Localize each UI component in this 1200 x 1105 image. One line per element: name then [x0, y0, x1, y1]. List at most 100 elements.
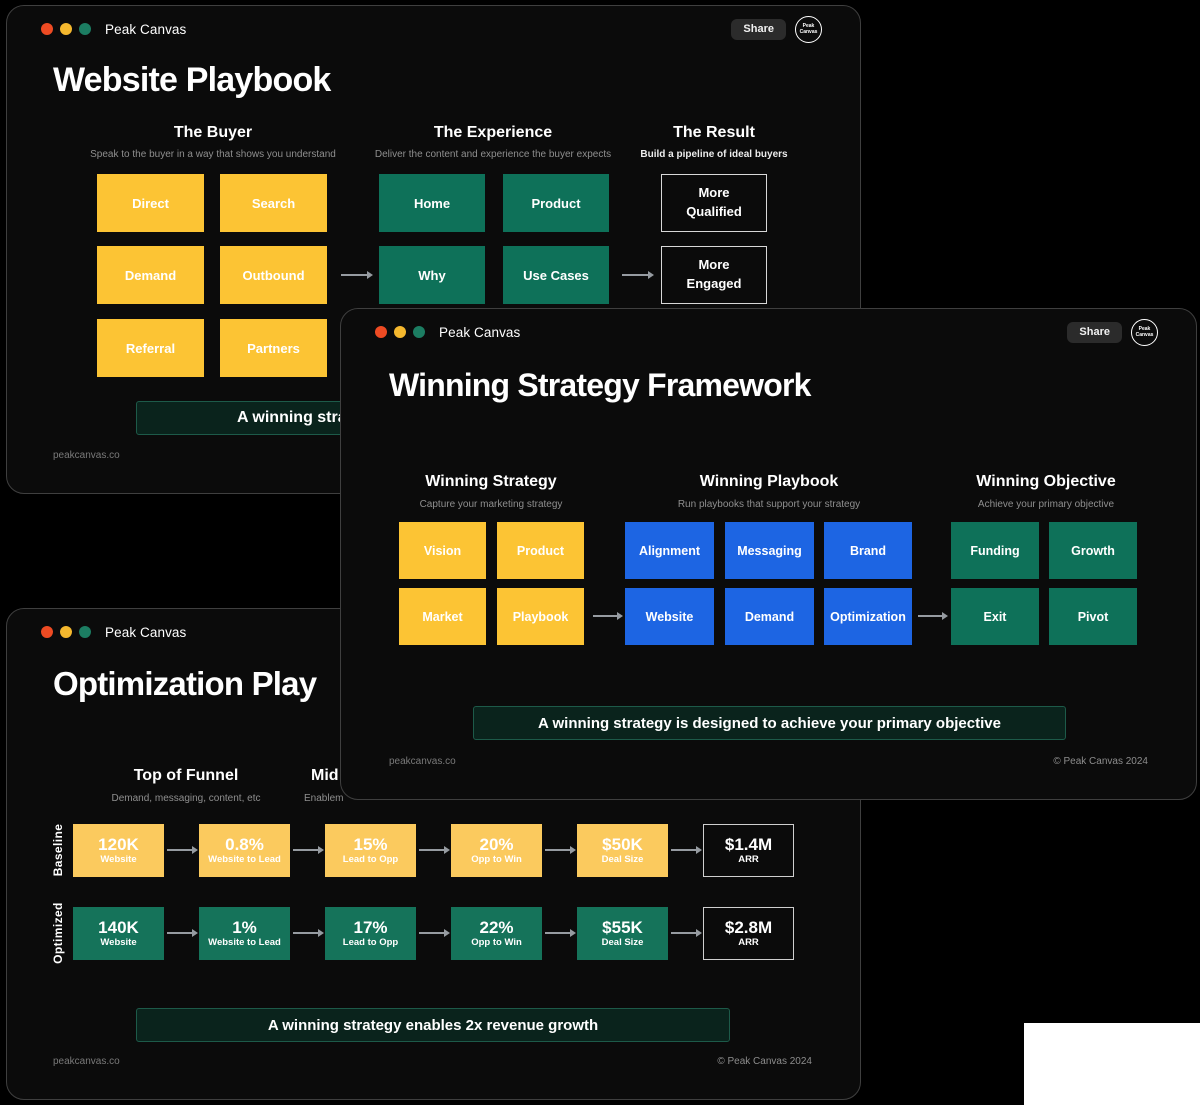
traffic-light-yellow-icon[interactable] — [60, 626, 72, 638]
column-subtitle-winning-playbook: Run playbooks that support your strategy — [677, 499, 861, 510]
funnel-cell[interactable]: 140K Website — [73, 907, 164, 960]
traffic-lights — [41, 626, 91, 638]
traffic-light-green-icon[interactable] — [79, 626, 91, 638]
row-label-baseline: Baseline — [51, 823, 65, 877]
buyer-box-partners[interactable]: Partners — [220, 319, 327, 377]
strategy-box-vision[interactable]: Vision — [399, 522, 486, 579]
playbook-box-alignment[interactable]: Alignment — [625, 522, 714, 579]
result-box-more-engaged[interactable]: More Engaged — [661, 246, 767, 304]
window-winning-strategy-framework: Peak Canvas Share Peak Canvas Winning St… — [340, 308, 1197, 800]
objective-box-pivot[interactable]: Pivot — [1049, 588, 1137, 645]
share-button[interactable]: Share — [731, 18, 786, 40]
page-title: Optimization Play — [53, 665, 317, 702]
funnel-cell[interactable]: 120K Website — [73, 824, 164, 877]
traffic-light-yellow-icon[interactable] — [60, 23, 72, 35]
app-name: Peak Canvas — [439, 324, 521, 340]
footer-site-link[interactable]: peakcanvas.co — [53, 450, 120, 461]
column-title-result: The Result — [673, 124, 755, 141]
traffic-light-red-icon[interactable] — [41, 23, 53, 35]
column-subtitle-winning-strategy: Capture your marketing strategy — [419, 499, 563, 510]
experience-box-why[interactable]: Why — [379, 246, 485, 304]
footer-copyright: © Peak Canvas 2024 — [1053, 756, 1148, 767]
arrow-icon — [593, 611, 623, 620]
strategy-banner[interactable]: A winning strategy is designed to achiev… — [473, 706, 1066, 740]
arrow-icon — [341, 270, 373, 279]
funnel-cell[interactable]: 0.8% Website to Lead — [199, 824, 290, 877]
traffic-light-green-icon[interactable] — [413, 326, 425, 338]
funnel-cell[interactable]: $50K Deal Size — [577, 824, 668, 877]
playbook-box-website[interactable]: Website — [625, 588, 714, 645]
objective-box-growth[interactable]: Growth — [1049, 522, 1137, 579]
objective-box-exit[interactable]: Exit — [951, 588, 1039, 645]
playbook-box-optimization[interactable]: Optimization — [824, 588, 912, 645]
experience-box-product[interactable]: Product — [503, 174, 609, 232]
column-title-mid-funnel: Mid — [311, 767, 339, 784]
share-button[interactable]: Share — [1067, 321, 1122, 343]
buyer-box-demand[interactable]: Demand — [97, 246, 204, 304]
footer-copyright: © Peak Canvas 2024 — [717, 1056, 812, 1067]
app-name: Peak Canvas — [105, 624, 187, 640]
arrow-icon — [293, 928, 324, 937]
experience-box-use-cases[interactable]: Use Cases — [503, 246, 609, 304]
footer-site-link[interactable]: peakcanvas.co — [389, 756, 456, 767]
column-subtitle-buyer: Speak to the buyer in a way that shows y… — [90, 149, 336, 160]
column-title-top-of-funnel: Top of Funnel — [133, 767, 239, 784]
traffic-light-red-icon[interactable] — [375, 326, 387, 338]
funnel-cell[interactable]: $55K Deal Size — [577, 907, 668, 960]
funnel-result-cell[interactable]: $2.8M ARR — [703, 907, 794, 960]
arrow-icon — [671, 845, 702, 854]
window-chrome: Peak Canvas Share Peak Canvas — [41, 15, 822, 43]
column-title-experience: The Experience — [433, 124, 553, 141]
arrow-icon — [545, 928, 576, 937]
funnel-cell[interactable]: 1% Website to Lead — [199, 907, 290, 960]
playbook-box-brand[interactable]: Brand — [824, 522, 912, 579]
peak-canvas-logo-icon[interactable]: Peak Canvas — [795, 15, 822, 43]
column-subtitle-experience: Deliver the content and experience the b… — [374, 149, 612, 160]
result-box-more-qualified[interactable]: More Qualified — [661, 174, 767, 232]
footer-site-link[interactable]: peakcanvas.co — [53, 1056, 120, 1067]
buyer-box-referral[interactable]: Referral — [97, 319, 204, 377]
funnel-cell[interactable]: 15% Lead to Opp — [325, 824, 416, 877]
column-title-winning-objective: Winning Objective — [976, 473, 1116, 490]
row-label-optimized: Optimized — [51, 902, 65, 964]
column-subtitle-winning-objective: Achieve your primary objective — [977, 499, 1115, 510]
funnel-cell[interactable]: 17% Lead to Opp — [325, 907, 416, 960]
page-title: Website Playbook — [53, 61, 331, 99]
column-subtitle-result: Build a pipeline of ideal buyers — [640, 149, 788, 160]
arrow-icon — [167, 845, 198, 854]
funnel-cell[interactable]: 22% Opp to Win — [451, 907, 542, 960]
traffic-lights — [41, 23, 91, 35]
arrow-icon — [545, 845, 576, 854]
traffic-light-yellow-icon[interactable] — [394, 326, 406, 338]
window-chrome: Peak Canvas Share Peak Canvas — [375, 318, 1158, 346]
buyer-box-outbound[interactable]: Outbound — [220, 246, 327, 304]
traffic-light-red-icon[interactable] — [41, 626, 53, 638]
arrow-icon — [419, 928, 450, 937]
playbook-box-demand[interactable]: Demand — [725, 588, 814, 645]
strategy-box-market[interactable]: Market — [399, 588, 486, 645]
funnel-result-cell[interactable]: $1.4M ARR — [703, 824, 794, 877]
arrow-icon — [671, 928, 702, 937]
arrow-icon — [167, 928, 198, 937]
peak-canvas-logo-icon[interactable]: Peak Canvas — [1131, 318, 1158, 346]
column-subtitle-top-of-funnel: Demand, messaging, content, etc — [111, 793, 261, 804]
playbook-box-messaging[interactable]: Messaging — [725, 522, 814, 579]
page-title: Winning Strategy Framework — [389, 367, 811, 403]
strategy-box-playbook[interactable]: Playbook — [497, 588, 584, 645]
objective-box-funding[interactable]: Funding — [951, 522, 1039, 579]
column-title-winning-strategy: Winning Strategy — [425, 473, 557, 490]
arrow-icon — [622, 270, 654, 279]
app-name: Peak Canvas — [105, 21, 187, 37]
buyer-box-search[interactable]: Search — [220, 174, 327, 232]
traffic-light-green-icon[interactable] — [79, 23, 91, 35]
arrow-icon — [419, 845, 450, 854]
strategy-box-product[interactable]: Product — [497, 522, 584, 579]
window-chrome: Peak Canvas — [41, 619, 822, 645]
strategy-banner[interactable]: A winning strategy enables 2x revenue gr… — [136, 1008, 730, 1042]
buyer-box-direct[interactable]: Direct — [97, 174, 204, 232]
funnel-cell[interactable]: 20% Opp to Win — [451, 824, 542, 877]
experience-box-home[interactable]: Home — [379, 174, 485, 232]
arrow-icon — [293, 845, 324, 854]
traffic-lights — [375, 326, 425, 338]
column-title-buyer: The Buyer — [173, 124, 253, 141]
